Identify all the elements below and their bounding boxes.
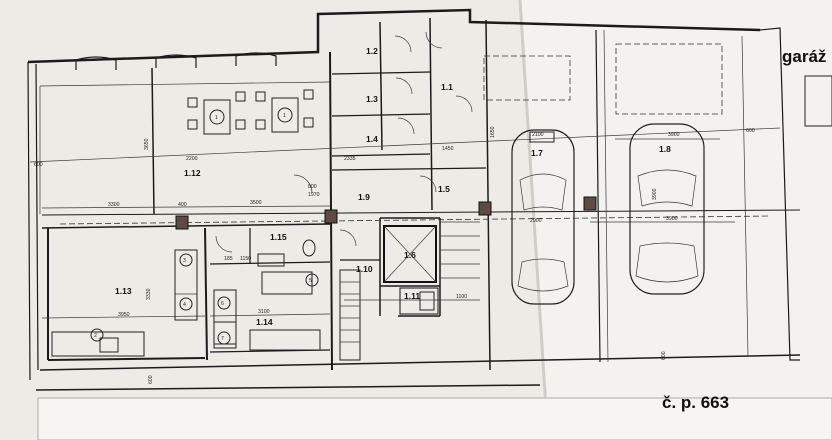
dim-185: 185 (224, 256, 233, 262)
parking-bays (483, 43, 723, 115)
dim-3950: 3950 (118, 312, 130, 318)
dim-800: 800 (308, 184, 317, 190)
title-block (37, 397, 832, 440)
dim-600-b: 600 (746, 128, 755, 134)
dim-3900-b: 3900 (666, 216, 678, 222)
table-2: 1 (283, 113, 286, 119)
house-number-label: č. p. 663 (662, 393, 729, 412)
car-left (511, 129, 575, 305)
dim-2200: 2200 (186, 156, 198, 162)
room-label-1-6: 1.6 (404, 250, 416, 260)
dim-3900: 3900 (668, 132, 680, 138)
room-label-1-7: 1.7 (531, 148, 543, 158)
room-label-1-9: 1.9 (358, 192, 370, 202)
room-label-1-14: 1.14 (256, 317, 273, 327)
columns (175, 196, 597, 230)
table-1: 1 (215, 115, 218, 121)
dim-2900: 2900 (530, 218, 542, 224)
dim-3500: 3500 (250, 200, 262, 206)
fixtures (51, 221, 480, 361)
fixture-3: 3 (183, 258, 186, 264)
page-fold (518, 0, 550, 440)
fixture-5: 5 (309, 278, 312, 284)
paper-right-page (520, 0, 832, 440)
car-right (629, 123, 705, 295)
room-label-1-5: 1.5 (438, 184, 450, 194)
dim-1970: 1970 (308, 192, 320, 198)
dim-1150: 1150 (240, 256, 251, 262)
fixture-6: 6 (221, 301, 224, 307)
dim-1450: 1450 (442, 146, 454, 152)
dim-600-c: 600 (661, 351, 667, 360)
dim-600-d: 600 (148, 375, 154, 384)
room-label-1-13: 1.13 (115, 286, 132, 296)
room-label-1-3: 1.3 (366, 94, 378, 104)
dim-3900-c: 3900 (652, 188, 658, 200)
room-label-1-10: 1.10 (356, 264, 373, 274)
dim-3330: 3330 (146, 288, 152, 300)
fixture-markers (90, 253, 319, 345)
room-label-1-15: 1.15 (270, 232, 287, 242)
dining-furniture (187, 89, 314, 135)
dim-2335: 2335 (344, 156, 356, 162)
windows (39, 52, 331, 87)
dim-3650: 3650 (144, 138, 150, 150)
dim-600: 600 (34, 162, 43, 168)
dim-3300: 3300 (108, 202, 120, 208)
room-label-1-12: 1.12 (184, 168, 201, 178)
legend-box (804, 75, 832, 127)
outer-walls (27, 8, 801, 391)
dim-3100: 3100 (258, 309, 270, 315)
fixture-7: 7 (221, 336, 224, 342)
room-label-1-2: 1.2 (366, 46, 378, 56)
dim-1100: 1100 (456, 294, 467, 300)
dim-400: 400 (178, 202, 187, 208)
dim-2100: 2100 (532, 132, 544, 138)
garage-heading: garáž (782, 47, 826, 66)
room-label-1-11: 1.11 (404, 291, 420, 301)
doors (215, 31, 473, 253)
room-label-1-4: 1.4 (366, 134, 378, 144)
fixture-4: 4 (183, 302, 186, 308)
room-label-1-1: 1.1 (441, 82, 453, 92)
dim-1650: 1650 (490, 126, 496, 138)
room-label-1-8: 1.8 (659, 144, 671, 154)
interior-walls (41, 17, 609, 371)
fixture-2: 2 (94, 333, 97, 339)
